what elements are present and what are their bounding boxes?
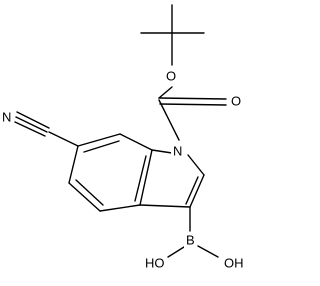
atom-labels: O O N N B HO OH bbox=[0, 68, 246, 272]
boronic-acid-group bbox=[167, 206, 219, 258]
nitrile-triple-bond-bottom bbox=[14, 121, 46, 137]
c3a-c7a-double-bond-inner bbox=[134, 155, 147, 202]
c7a-c3a-bond bbox=[139, 149, 153, 206]
ring-to-nitrile-carbon-bond bbox=[48, 131, 79, 147]
indole-nitrogen-label-bg bbox=[171, 144, 185, 160]
c4-c5-double-bond-inner bbox=[75, 179, 104, 206]
benzene-ring bbox=[68, 133, 153, 212]
boron-to-right-hydroxyl-bond bbox=[197, 245, 219, 258]
ester-oxygen-label-bg bbox=[164, 68, 178, 84]
pyrrole-ring bbox=[139, 149, 205, 208]
boron-label-bg bbox=[184, 233, 197, 249]
carbonyl-oxygen-label: O bbox=[231, 93, 241, 108]
carbonyl-double-bond-outer bbox=[158, 97, 227, 100]
indole-nitrogen-label: N bbox=[173, 143, 182, 158]
carbonyl-to-indole-nitrogen-bond bbox=[158, 99, 180, 141]
ester-oxygen-label: O bbox=[166, 68, 176, 83]
c2-c3-bond bbox=[189, 174, 205, 208]
c3-c3a-bond bbox=[139, 204, 191, 208]
right-hydroxyl-label-bg bbox=[222, 256, 246, 272]
chemical-structure: O O N N B HO OH bbox=[0, 4, 246, 272]
ester-oxygen-to-carbonyl-bond bbox=[158, 86, 173, 99]
nitrile-nitrogen-label: N bbox=[2, 109, 11, 124]
c7-c7a-bond bbox=[119, 133, 153, 151]
left-hydroxyl-label-bg bbox=[143, 256, 167, 272]
c6-c7-bond bbox=[77, 133, 121, 147]
c4-c5-bond bbox=[68, 182, 101, 212]
nitrile-triple-bond-middle bbox=[15, 116, 48, 133]
n1-c2-bond bbox=[187, 154, 205, 176]
carbonyl-double-bond-inner bbox=[159, 103, 227, 106]
carbonyl-oxygen-label-bg bbox=[229, 94, 243, 110]
tert-butyl-group bbox=[140, 4, 205, 66]
boron-label: B bbox=[186, 232, 195, 247]
c3a-c4-bond bbox=[99, 204, 141, 212]
boron-to-left-hydroxyl-bond bbox=[167, 246, 185, 258]
nitrile-nitrogen-label-bg bbox=[0, 110, 14, 126]
right-hydroxyl-label: OH bbox=[224, 255, 244, 270]
c6-c7-double-bond-inner bbox=[83, 140, 120, 153]
boc-carbonyl-group bbox=[158, 86, 227, 141]
c5-c6-bond bbox=[68, 145, 79, 184]
c7a-n1-bond bbox=[151, 149, 173, 154]
nitrile-group bbox=[14, 111, 79, 147]
nitrile-triple-bond-top bbox=[16, 111, 50, 129]
c2-c3-double-bond-inner bbox=[185, 176, 199, 205]
left-hydroxyl-label: HO bbox=[145, 255, 165, 270]
